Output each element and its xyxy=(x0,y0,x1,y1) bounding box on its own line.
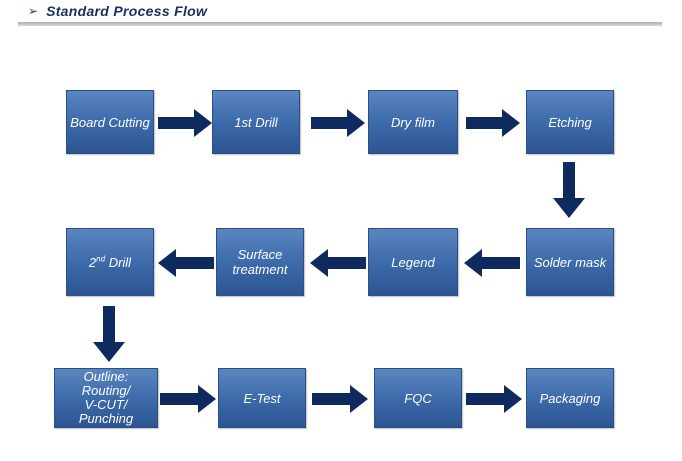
page-title: Standard Process Flow xyxy=(46,3,208,19)
step-label: Etching xyxy=(548,114,592,130)
arrow-right-icon xyxy=(158,108,212,138)
step-packaging: Packaging xyxy=(526,368,614,428)
step-etching: Etching xyxy=(526,90,614,154)
header-divider xyxy=(18,22,662,26)
step-outline: Outline: Routing/ V-CUT/ Punching xyxy=(54,368,158,428)
page-header: ➢ Standard Process Flow xyxy=(28,2,207,20)
step-second-drill: 2nd Drill xyxy=(66,228,154,296)
step-label: Dry film xyxy=(390,114,436,130)
step-label: Legend xyxy=(391,254,435,270)
step-label: Board Cutting xyxy=(70,114,150,130)
step-label: Surface treatment xyxy=(232,247,288,277)
step-label: 1st Drill xyxy=(234,114,278,130)
arrow-right-icon xyxy=(311,108,365,138)
arrow-left-icon xyxy=(310,248,366,278)
arrow-right-icon xyxy=(312,384,368,414)
step-label: 2nd Drill xyxy=(88,254,132,270)
step-dry-film: Dry film xyxy=(368,90,458,154)
step-board-cutting: Board Cutting xyxy=(66,90,154,154)
step-e-test: E-Test xyxy=(218,368,306,428)
step-solder-mask: Solder mask xyxy=(526,228,614,296)
arrow-down-icon xyxy=(552,162,586,218)
step-label: E-Test xyxy=(243,390,281,406)
arrow-bullet-icon: ➢ xyxy=(28,4,39,18)
step-legend: Legend xyxy=(368,228,458,296)
step-surface-treatment: Surface treatment xyxy=(216,228,304,296)
arrow-left-icon xyxy=(158,248,214,278)
arrow-right-icon xyxy=(466,108,520,138)
step-label: Packaging xyxy=(539,390,601,406)
step-label: Outline: Routing/ V-CUT/ Punching xyxy=(78,369,134,426)
arrow-left-icon xyxy=(464,248,520,278)
arrow-right-icon xyxy=(160,384,216,414)
step-first-drill: 1st Drill xyxy=(212,90,300,154)
step-label: Solder mask xyxy=(533,254,607,270)
step-fqc: FQC xyxy=(374,368,462,428)
arrow-right-icon xyxy=(466,384,522,414)
step-label: FQC xyxy=(404,390,432,406)
arrow-down-icon xyxy=(92,306,126,362)
